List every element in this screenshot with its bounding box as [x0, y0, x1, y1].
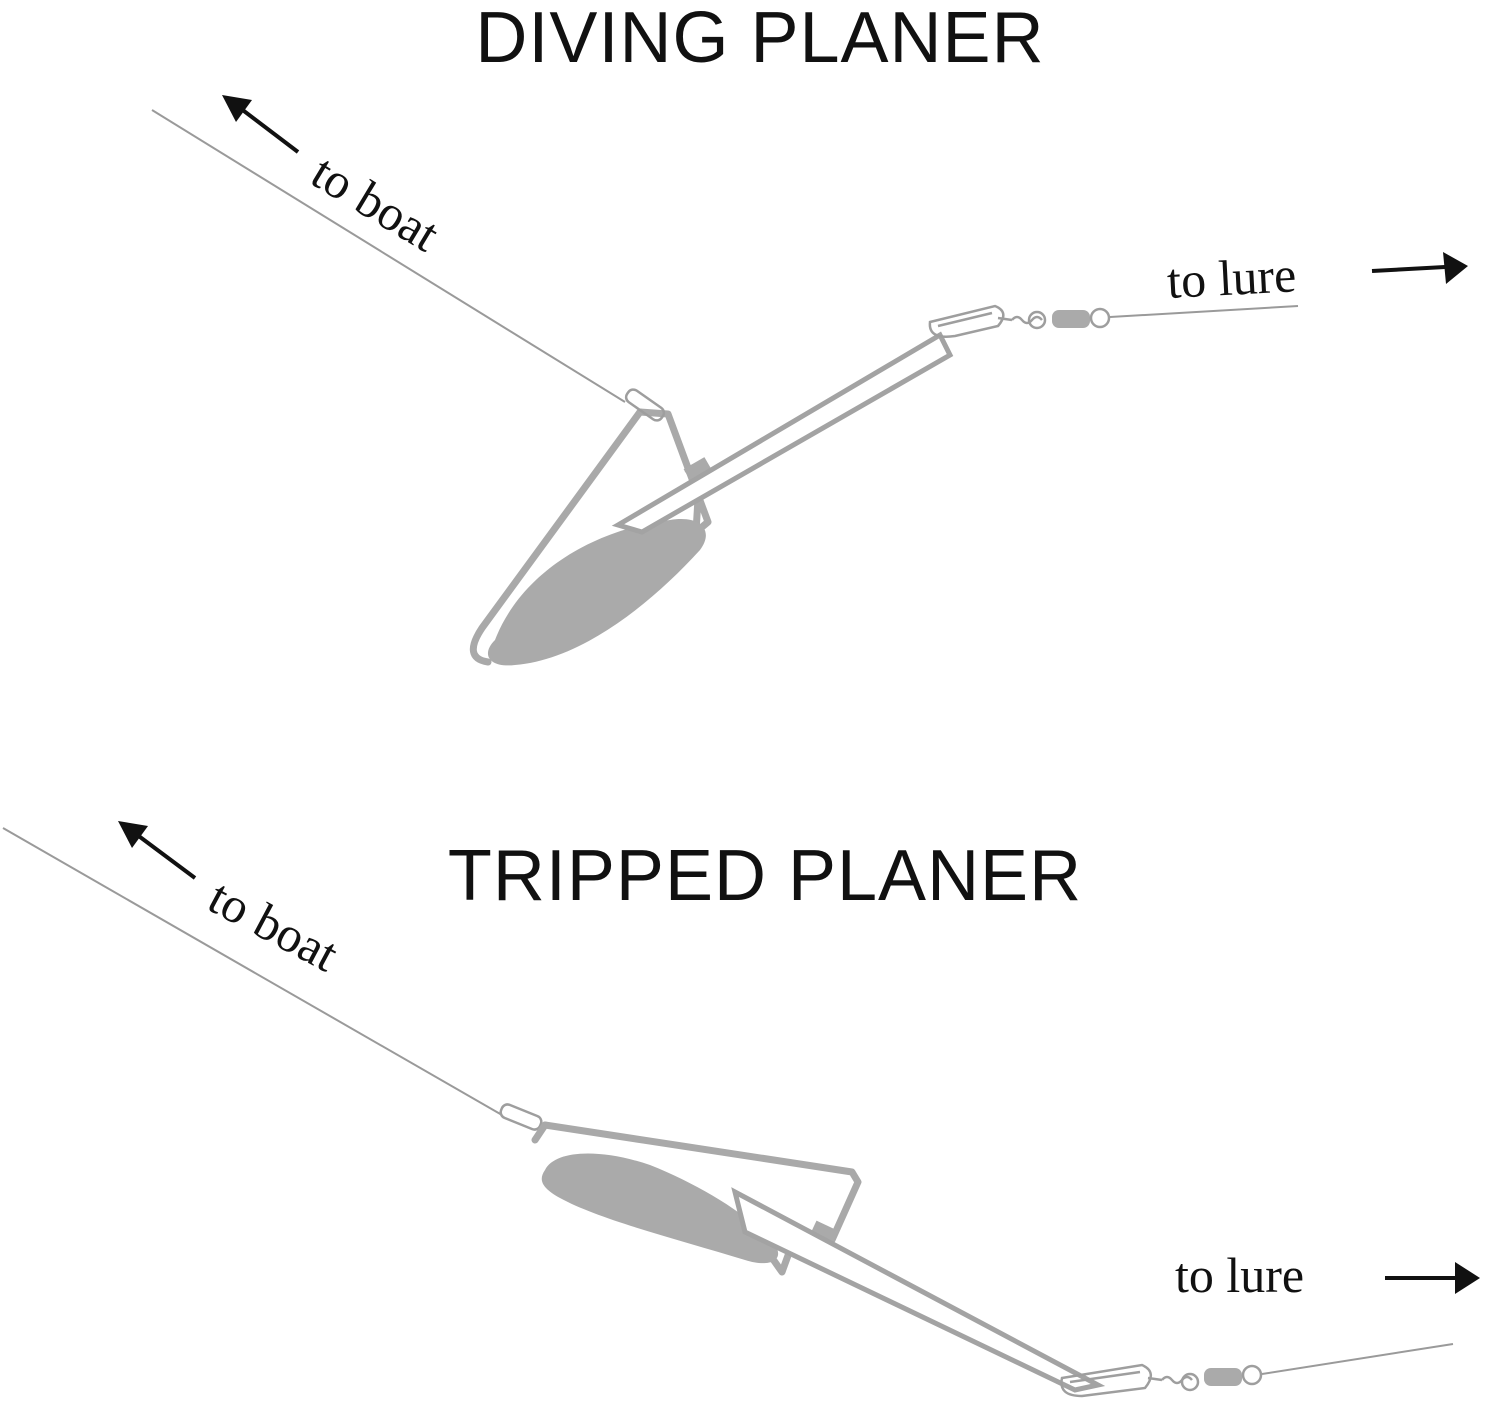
diving-planer-body [469, 388, 713, 666]
tripped-lure-arrow-icon [1385, 1262, 1480, 1294]
tripped-planer-title: TRIPPED PLANER [448, 836, 1082, 916]
tripped-planer-weight [541, 1153, 779, 1264]
tripped-planer-body [499, 1103, 862, 1276]
diving-planer-title: DIVING PLANER [475, 0, 1044, 78]
diving-planer-weight [487, 519, 706, 666]
tripped-snap-swivel [1060, 1363, 1263, 1398]
diving-boat-arrow-icon [222, 95, 300, 154]
tripped-leader-line [1261, 1343, 1454, 1375]
diving-leader-line [1109, 305, 1299, 318]
tripped-main-line [2, 827, 503, 1116]
diving-main-line [151, 109, 626, 403]
tripped-to-boat-label: to boat [200, 868, 348, 982]
tripped-boat-arrow-icon [118, 821, 197, 880]
diving-snap-swivel [928, 304, 1111, 338]
diving-to-boat-label: to boat [302, 143, 449, 262]
diving-to-lure-label: to lure [1166, 246, 1298, 309]
tripped-planer-arm [731, 1187, 1106, 1393]
diving-planer-arm [611, 331, 954, 535]
diving-lure-arrow-icon [1371, 252, 1468, 284]
tripped-planer-panel: TRIPPED PLANER to boat [2, 821, 1480, 1398]
tripped-to-lure-label: to lure [1175, 1247, 1304, 1303]
diving-planer-panel: DIVING PLANER to boat [151, 0, 1468, 666]
